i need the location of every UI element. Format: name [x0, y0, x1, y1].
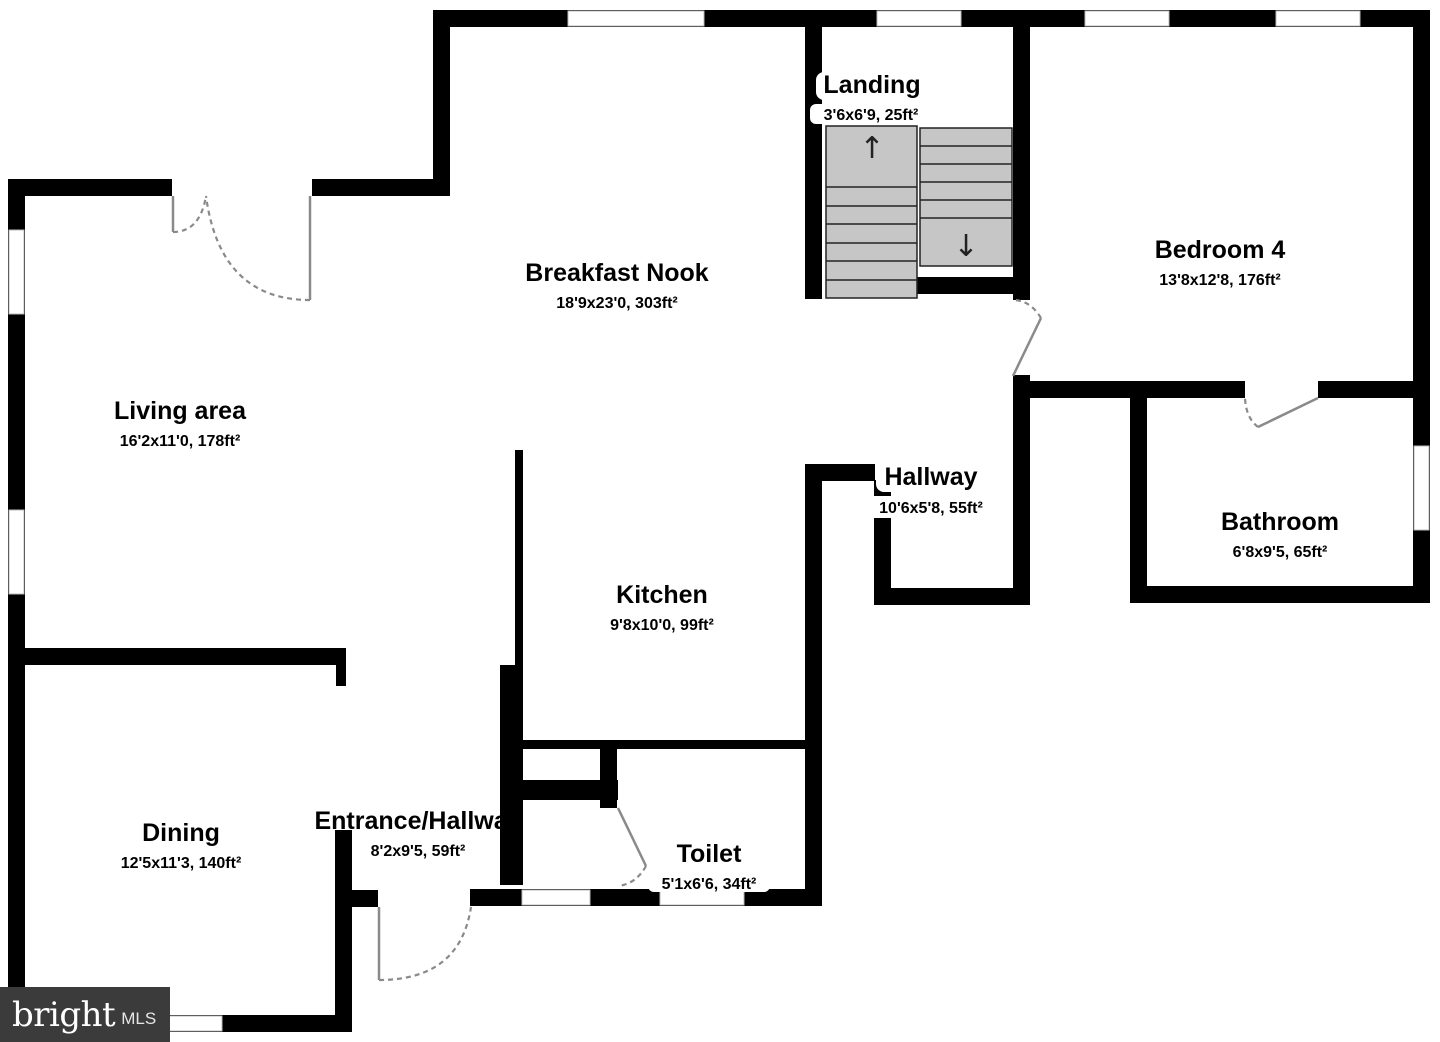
- staircase: ↑ ↓: [825, 125, 1013, 299]
- room-dims-hallway: 10'6x5'8, 55ft²: [879, 500, 983, 517]
- room-name-living-area: Living area: [114, 397, 247, 425]
- room-dims-living-area: 16'2x11'0, 178ft²: [120, 433, 241, 450]
- room-name-bedroom-4: Bedroom 4: [1155, 236, 1286, 264]
- room-dims-toilet: 5'1x6'6, 34ft²: [662, 876, 757, 893]
- watermark-brand: bright: [12, 994, 116, 1035]
- room-dims-dining: 12'5x11'3, 140ft²: [121, 855, 242, 872]
- stair-up-arrow-icon: ↑: [859, 131, 884, 166]
- room-name-hallway: Hallway: [884, 463, 977, 491]
- doors: [171, 180, 1319, 982]
- room-labels: Landing 3'6x6'9, 25ft² Bedroom 4 13'8x12…: [114, 71, 1339, 893]
- room-dims-breakfast-nook: 18'9x23'0, 303ft²: [556, 295, 677, 312]
- stair-down-arrow-icon: ↓: [953, 229, 978, 264]
- watermark-mls: MLS: [121, 1008, 157, 1028]
- room-dims-bathroom: 6'8x9'5, 65ft²: [1233, 544, 1328, 561]
- windows: [8, 10, 1430, 1032]
- room-name-landing: Landing: [823, 71, 920, 99]
- room-name-dining: Dining: [142, 819, 220, 847]
- room-dims-bedroom-4: 13'8x12'8, 176ft²: [1159, 272, 1280, 289]
- room-name-entrance-hallway: Entrance/Hallway: [314, 807, 521, 835]
- bright-mls-watermark: bright MLS: [0, 987, 170, 1042]
- room-name-breakfast-nook: Breakfast Nook: [525, 259, 708, 287]
- room-dims-entrance-hallway: 8'2x9'5, 59ft²: [371, 843, 466, 860]
- room-name-kitchen: Kitchen: [616, 581, 708, 609]
- room-name-bathroom: Bathroom: [1221, 508, 1339, 536]
- room-dims-landing: 3'6x6'9, 25ft²: [824, 107, 919, 124]
- room-dims-kitchen: 9'8x10'0, 99ft²: [610, 617, 714, 634]
- room-name-toilet: Toilet: [677, 840, 742, 868]
